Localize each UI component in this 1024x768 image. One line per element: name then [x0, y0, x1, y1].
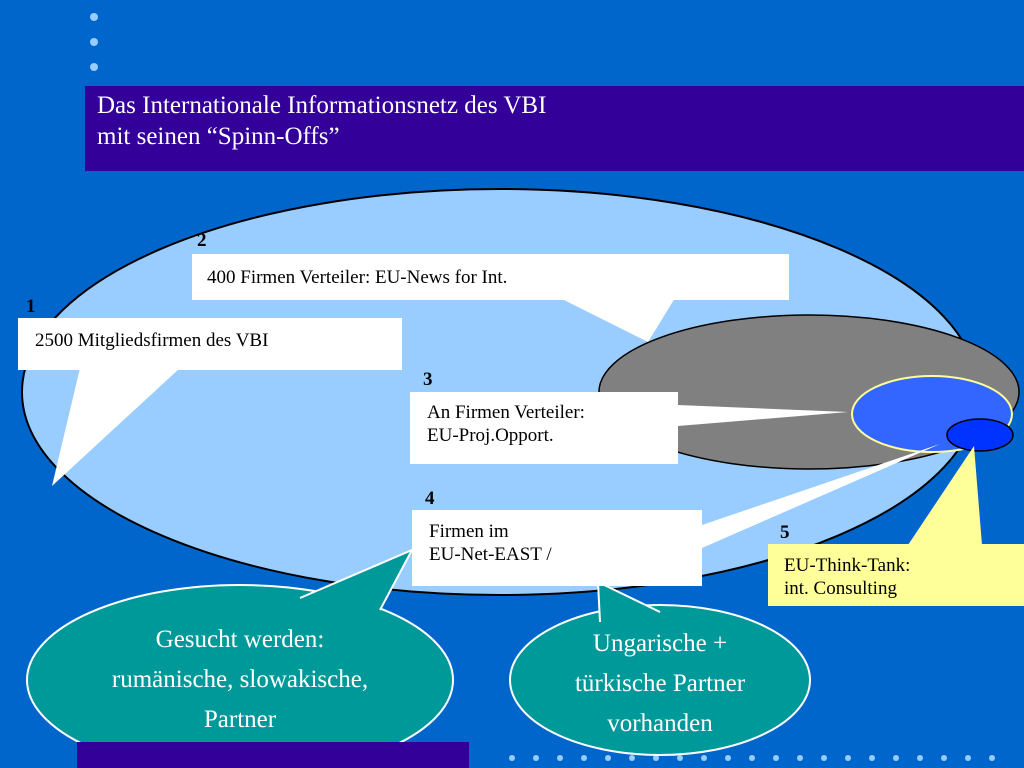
- pointer-5: [908, 446, 982, 545]
- bottom-bar: [77, 742, 469, 768]
- pointer-4: [702, 444, 940, 548]
- node-5-text-line-1: EU-Think-Tank:: [784, 555, 911, 576]
- decorative-dots: [90, 13, 995, 761]
- node-4-box: Firmen im EU-Net-EAST /: [412, 510, 702, 586]
- inner-oval: [946, 418, 1014, 452]
- node-2-number: 2: [197, 230, 207, 251]
- node-1-number: 1: [26, 296, 36, 317]
- node-2-box: 400 Firmen Verteiler: EU-News for Int.: [192, 254, 789, 300]
- node-3-text-line-1: An Firmen Verteiler:: [427, 402, 585, 423]
- callout-right-text: Ungarische + türkische Partner vorhanden: [510, 624, 810, 744]
- node-1-text: 2500 Mitgliedsfirmen des VBI: [35, 330, 269, 351]
- callout-right-line-3: vorhanden: [607, 710, 713, 737]
- node-3-number: 3: [423, 369, 433, 390]
- node-4-number: 4: [425, 488, 435, 509]
- node-4-text-line-2: EU-Net-EAST /: [429, 544, 552, 565]
- callout-right-line-2: türkische Partner: [574, 670, 746, 697]
- pointer-1: [52, 368, 180, 486]
- title-line-2: mit seinen “Spinn-Offs”: [97, 123, 340, 150]
- pointer-2: [560, 298, 675, 342]
- callout-left-line-3: Partner: [203, 706, 277, 733]
- callout-left-line-2: rumänische, slowakische,: [111, 666, 369, 693]
- node-5-text-line-2: int. Consulting: [784, 578, 897, 599]
- pointer-3: [678, 405, 848, 426]
- callout-left-text: Gesucht werden: rumänische, slowakische,…: [40, 620, 440, 740]
- node-2-text: 400 Firmen Verteiler: EU-News for Int.: [207, 267, 508, 288]
- title-bar: Das Internationale Informationsnetz des …: [85, 86, 1024, 171]
- callout-left-line-1: Gesucht werden:: [155, 626, 325, 653]
- callout-left-shape: [26, 547, 454, 768]
- callout-right-line-1: Ungarische +: [592, 630, 728, 657]
- node-3-text-line-2: EU-Proj.Opport.: [427, 425, 554, 446]
- node-1-box: 2500 Mitgliedsfirmen des VBI: [18, 318, 402, 370]
- node-5-number: 5: [780, 522, 790, 543]
- node-4-text-line-1: Firmen im: [429, 521, 509, 542]
- node-5-box: EU-Think-Tank: int. Consulting: [768, 544, 1024, 606]
- node-3-box: An Firmen Verteiler: EU-Proj.Opport.: [410, 392, 678, 464]
- title-line-1: Das Internationale Informationsnetz des …: [97, 92, 547, 119]
